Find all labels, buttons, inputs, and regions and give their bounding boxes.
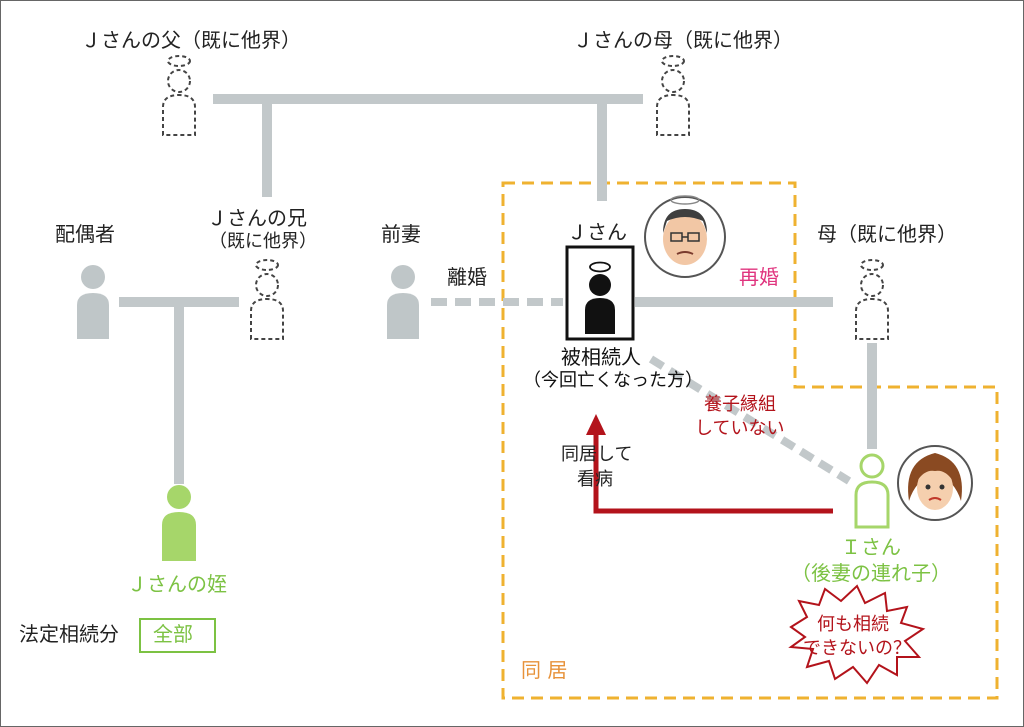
no-adoption-line <box>648 355 852 485</box>
j-father-label: Ｊさんの父（既に他界） <box>81 28 301 52</box>
decedent-label-line1: 被相続人 <box>561 345 641 369</box>
i-san-face-icon <box>897 445 973 521</box>
niece-figure <box>162 485 196 561</box>
j-brother-note: （既に他界） <box>209 231 317 252</box>
care-label-line2: 看病 <box>577 469 613 490</box>
j-brother-figure <box>250 259 284 340</box>
adoption-label-line1: 養子縁組 <box>704 394 776 415</box>
inheritance-value-box <box>139 618 216 653</box>
inheritance-value: 全部 <box>153 622 193 646</box>
divorce-label: 離婚 <box>447 265 487 289</box>
j-brother-label: Ｊさんの兄 <box>207 206 307 230</box>
inheritance-label: 法定相続分 <box>19 622 119 646</box>
j-san-face-icon <box>644 195 726 278</box>
care-arrow <box>593 433 833 514</box>
j-san-label: Ｊさん <box>567 220 627 244</box>
mother-label: 母（既に他界） <box>817 222 957 246</box>
i-san-label: Ｉさん <box>841 535 901 559</box>
remarriage-label: 再婚 <box>739 265 779 289</box>
care-label-line1: 同居して <box>561 444 633 465</box>
ex-wife-figure <box>387 265 419 339</box>
j-mother-label: Ｊさんの母（既に他界） <box>573 28 793 52</box>
cohabitation-label: 同 居 <box>521 658 568 682</box>
decedent-frame <box>565 245 635 341</box>
care-arrowhead <box>586 414 606 435</box>
speech-bubble-line1: 何も相続 <box>817 614 889 635</box>
spouse-label: 配偶者 <box>55 222 115 246</box>
spouse-figure <box>77 265 109 339</box>
mother-figure <box>855 259 889 340</box>
decedent-label-line2: （今回亡くなった方） <box>523 370 703 391</box>
speech-bubble <box>788 584 926 685</box>
i-san-note: （後妻の連れ子） <box>791 561 951 585</box>
adoption-label-line2: していない <box>695 418 785 439</box>
j-mother-figure <box>656 55 690 136</box>
i-san-figure <box>854 453 890 529</box>
j-father-figure <box>162 55 196 136</box>
cohabitation-region <box>501 181 999 700</box>
niece-label: Ｊさんの姪 <box>127 572 227 596</box>
ex-wife-label: 前妻 <box>381 222 421 246</box>
speech-bubble-line2: できないの？ <box>803 638 911 659</box>
